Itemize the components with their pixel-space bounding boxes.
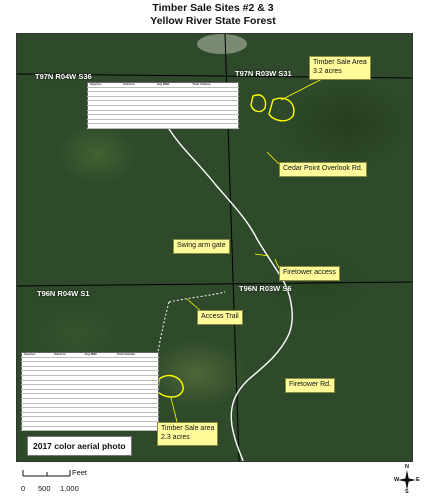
timber-sale-boundary-1b[interactable] <box>268 97 295 122</box>
callout-cedar-point[interactable]: Cedar Point Overlook Rd. <box>279 162 367 177</box>
grid-label-se: T96N R03W S6 <box>239 284 292 293</box>
north-label-e: E <box>416 477 420 483</box>
callout-timber-1-line1: Timber Sale Area <box>313 59 367 66</box>
scale-label-500: 500 <box>38 484 51 493</box>
scale-bar <box>22 470 71 477</box>
scale-unit-label: Feet <box>72 468 88 477</box>
callout-timber-2-line1: Timber Sale area <box>161 425 215 432</box>
callout-access-trail[interactable]: Access Trail <box>197 310 243 325</box>
scale-label-0: 0 <box>21 484 26 493</box>
access-trail-spur[interactable] <box>153 301 170 380</box>
section-line-middle <box>17 281 412 287</box>
leader-firetower-access <box>274 258 280 269</box>
leader-cedar <box>266 151 280 165</box>
clearing <box>197 34 247 54</box>
callout-timber-2-line2: 2.3 acres <box>161 433 190 441</box>
timber-sale-boundary-2[interactable] <box>157 374 184 398</box>
leader-trail <box>186 298 203 313</box>
callout-timber-1-line2: 3.2 acres <box>313 67 342 75</box>
access-trail-path[interactable] <box>168 291 226 303</box>
grid-label-sw: T96N R04W S1 <box>37 289 90 298</box>
map-title-line2: Yellow River State Forest <box>150 15 276 27</box>
map-overlay <box>17 34 412 461</box>
callout-swing-arm-gate[interactable]: Swing arm gate <box>173 239 230 254</box>
north-arrow-icon <box>398 470 416 490</box>
map-title-line1: Timber Sale Sites #2 & 3 <box>152 2 274 14</box>
callout-timber-sale-area-1[interactable]: Timber Sale Area 3.2 acres <box>309 56 371 80</box>
timber-sale-boundary-1a[interactable] <box>250 94 267 113</box>
aerial-map[interactable]: T97N R04W S36 T97N R03W S31 T96N R04W S1… <box>16 33 413 462</box>
grid-label-ne: T97N R03W S31 <box>235 69 292 78</box>
leader-timber-1 <box>280 78 323 101</box>
firetower-road[interactable] <box>168 128 293 461</box>
callout-firetower-access[interactable]: Firetower access <box>279 266 340 281</box>
callout-timber-sale-area-2[interactable]: Timber Sale area 2.3 acres <box>157 422 219 446</box>
leader-gate <box>254 253 270 257</box>
photo-date-label: 2017 color aerial photo <box>27 436 132 456</box>
north-label-w: W <box>394 477 400 483</box>
leader-timber-2 <box>170 397 178 423</box>
scale-label-1000: 1,000 <box>60 484 79 493</box>
north-label-n: N <box>405 464 409 470</box>
north-label-s: S <box>405 489 409 495</box>
grid-label-nw: T97N R04W S36 <box>35 72 92 81</box>
callout-firetower-rd[interactable]: Firetower Rd. <box>285 378 336 393</box>
